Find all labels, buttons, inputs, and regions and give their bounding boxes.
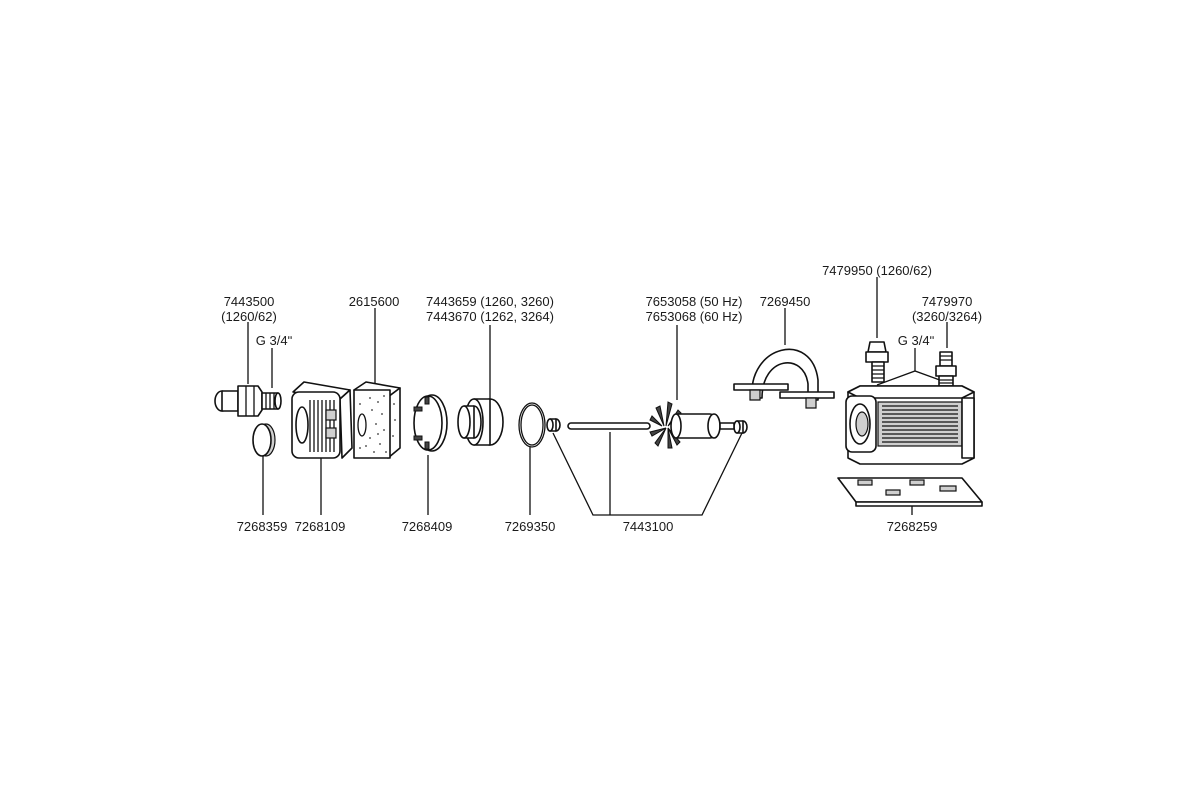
- label-filter-housing: 7268109: [295, 519, 346, 534]
- leader-shaft-bushing-left: [552, 432, 610, 516]
- label-base-plate: 7268259: [887, 519, 938, 534]
- label-thread-left: G 3/4ʺ: [256, 333, 293, 348]
- leader-shaft-bushing-right: [610, 432, 743, 516]
- label-impeller-60hz: 7653068 (60 Hz): [646, 309, 743, 324]
- label-nozzle-b-variant: (3260/3264): [912, 309, 982, 324]
- outlet-fitting-part: [214, 385, 282, 417]
- label-shaft-set: 7443100: [623, 519, 674, 534]
- o-ring-part: [518, 402, 546, 448]
- label-nozzle-b: 7479970: [922, 294, 973, 309]
- pump-cover-part: [457, 398, 504, 446]
- label-cap: 7268359: [237, 519, 288, 534]
- label-nozzle-a: 7479950 (1260/62): [822, 263, 932, 278]
- cap-part: [252, 423, 276, 457]
- label-pump-cover-b: 7443670 (1262, 3264): [426, 309, 554, 324]
- part-labels: 7443500 (1260/62) G 3/4ʺ 7268359 7268109…: [221, 263, 982, 534]
- nozzle-b-part: [935, 351, 957, 387]
- bracket-part: [733, 348, 835, 409]
- leader-lines: [247, 277, 949, 516]
- label-outlet-part: 7443500: [224, 294, 275, 309]
- label-rotor-cover: 7268409: [402, 519, 453, 534]
- motor-body-part: [845, 385, 975, 465]
- rotor-cover-part: [413, 394, 448, 452]
- base-plate-part: [837, 477, 983, 507]
- label-impeller-50hz: 7653058 (50 Hz): [646, 294, 743, 309]
- nozzle-a-part: [865, 341, 889, 383]
- impeller-part: [649, 401, 735, 449]
- label-sponge: 2615600: [349, 294, 400, 309]
- filter-housing-part: [291, 381, 353, 459]
- label-pump-cover-a: 7443659 (1260, 3260): [426, 294, 554, 309]
- label-outlet-variant: (1260/62): [221, 309, 277, 324]
- sponge-part: [353, 381, 401, 459]
- label-o-ring: 7269350: [505, 519, 556, 534]
- label-thread-right: G 3/4ʺ: [898, 333, 935, 348]
- label-bracket: 7269450: [760, 294, 811, 309]
